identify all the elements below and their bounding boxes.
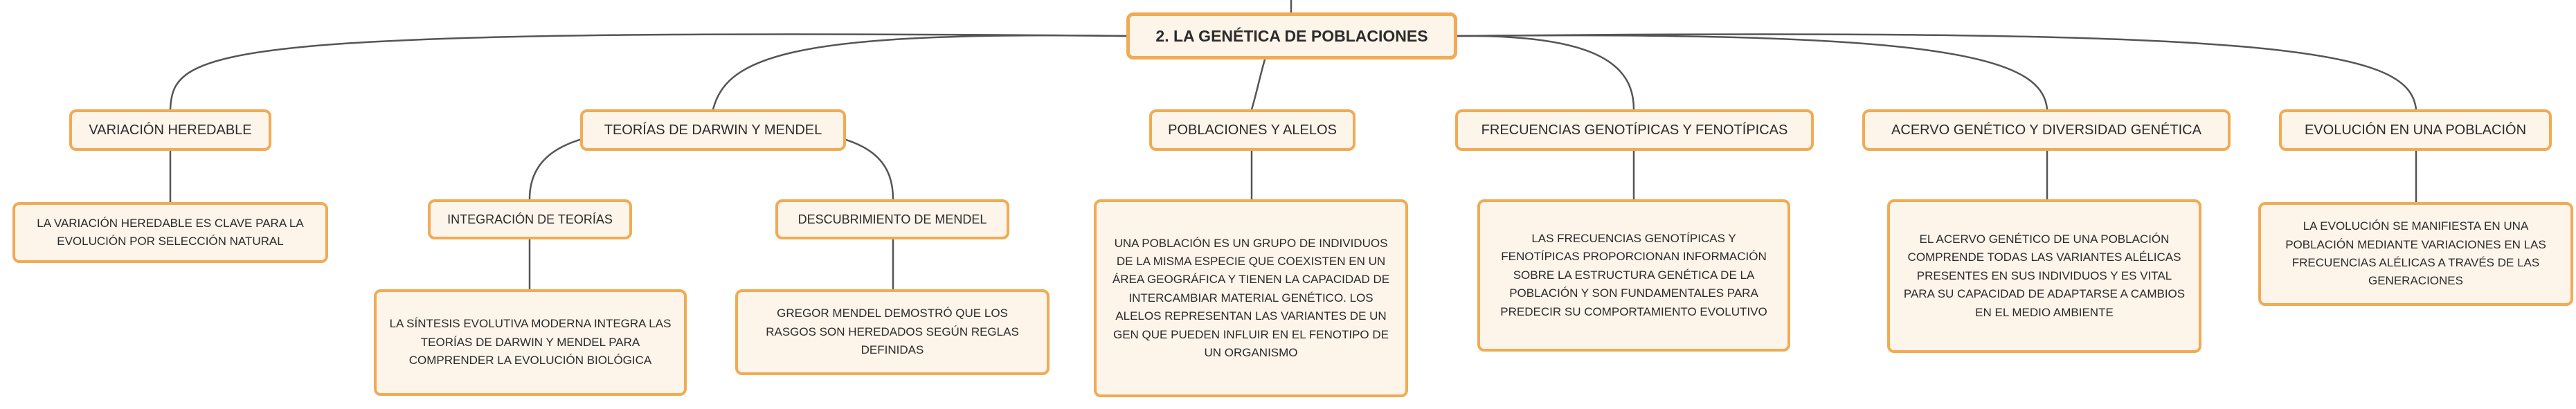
- link-root-poblaciones: [1250, 59, 1266, 110]
- branch-label: VARIACIÓN HEREDABLE: [89, 122, 252, 138]
- link-root-variacion: [169, 33, 1127, 110]
- detail-evolucion-poblacion[interactable]: LA EVOLUCIÓN SE MANIFIESTA EN UNA POBLAC…: [2258, 202, 2573, 306]
- branch-label: POBLACIONES Y ALELOS: [1168, 122, 1337, 138]
- detail-variacion-heredable[interactable]: LA VARIACIÓN HEREDABLE ES CLAVE PARA LA …: [12, 202, 328, 263]
- link-root-evolucion: [1457, 33, 2417, 110]
- detail-text: LA EVOLUCIÓN SE MANIFIESTA EN UNA POBLAC…: [2285, 219, 2546, 288]
- subbranch-label: DESCUBRIMIENTO DE MENDEL: [798, 212, 987, 226]
- branch-teorias-darwin-mendel[interactable]: TEORÍAS DE DARWIN Y MENDEL: [580, 109, 846, 151]
- detail-text: GREGOR MENDEL DEMOSTRÓ QUE LOS RASGOS SO…: [766, 307, 1019, 357]
- branch-label: ACERVO GENÉTICO Y DIVERSIDAD GENÉTICA: [1891, 122, 2201, 138]
- branch-label: TEORÍAS DE DARWIN Y MENDEL: [604, 122, 822, 138]
- branch-poblaciones-alelos[interactable]: POBLACIONES Y ALELOS: [1149, 109, 1355, 151]
- subbranch-descubrimiento-mendel[interactable]: DESCUBRIMIENTO DE MENDEL: [775, 199, 1009, 239]
- branch-label: FRECUENCIAS GENOTÍPICAS Y FENOTÍPICAS: [1481, 122, 1788, 138]
- link-root-acervo: [1457, 34, 2048, 110]
- detail-acervo-genetico[interactable]: EL ACERVO GENÉTICO DE UNA POBLACIÓN COMP…: [1887, 199, 2201, 353]
- detail-text: LAS FRECUENCIAS GENOTÍPICAS Y FENOTÍPICA…: [1500, 232, 1767, 318]
- branch-variacion-heredable[interactable]: VARIACIÓN HEREDABLE: [69, 109, 271, 151]
- detail-descubrimiento-mendel[interactable]: GREGOR MENDEL DEMOSTRÓ QUE LOS RASGOS SO…: [735, 289, 1050, 375]
- root-title: 2. LA GENÉTICA DE POBLACIONES: [1155, 26, 1428, 45]
- branch-label: EVOLUCIÓN EN UNA POBLACIÓN: [2304, 122, 2527, 138]
- detail-text: UNA POBLACIÓN ES UN GRUPO DE INDIVIDUOS …: [1112, 236, 1390, 359]
- branch-acervo-genetico[interactable]: ACERVO GENÉTICO Y DIVERSIDAD GENÉTICA: [1862, 109, 2231, 151]
- detail-frecuencias[interactable]: LAS FRECUENCIAS GENOTÍPICAS Y FENOTÍPICA…: [1477, 199, 1790, 352]
- detail-text: EL ACERVO GENÉTICO DE UNA POBLACIÓN COMP…: [1903, 233, 2186, 319]
- root-topic[interactable]: 2. LA GENÉTICA DE POBLACIONES: [1126, 12, 1457, 60]
- detail-poblaciones-alelos[interactable]: UNA POBLACIÓN ES UN GRUPO DE INDIVIDUOS …: [1094, 199, 1408, 397]
- detail-integracion-teorias[interactable]: LA SÍNTESIS EVOLUTIVA MODERNA INTEGRA LA…: [374, 289, 687, 396]
- detail-text: LA SÍNTESIS EVOLUTIVA MODERNA INTEGRA LA…: [389, 317, 672, 367]
- detail-text: LA VARIACIÓN HEREDABLE ES CLAVE PARA LA …: [37, 216, 304, 248]
- subbranch-label: INTEGRACIÓN DE TEORÍAS: [447, 212, 613, 226]
- link-root-teorias: [712, 34, 1127, 110]
- branch-evolucion-poblacion[interactable]: EVOLUCIÓN EN UNA POBLACIÓN: [2279, 109, 2552, 151]
- branch-frecuencias[interactable]: FRECUENCIAS GENOTÍPICAS Y FENOTÍPICAS: [1455, 109, 1814, 151]
- subbranch-integracion-teorias[interactable]: INTEGRACIÓN DE TEORÍAS: [428, 199, 632, 239]
- link-root-frecuencias: [1457, 35, 1635, 110]
